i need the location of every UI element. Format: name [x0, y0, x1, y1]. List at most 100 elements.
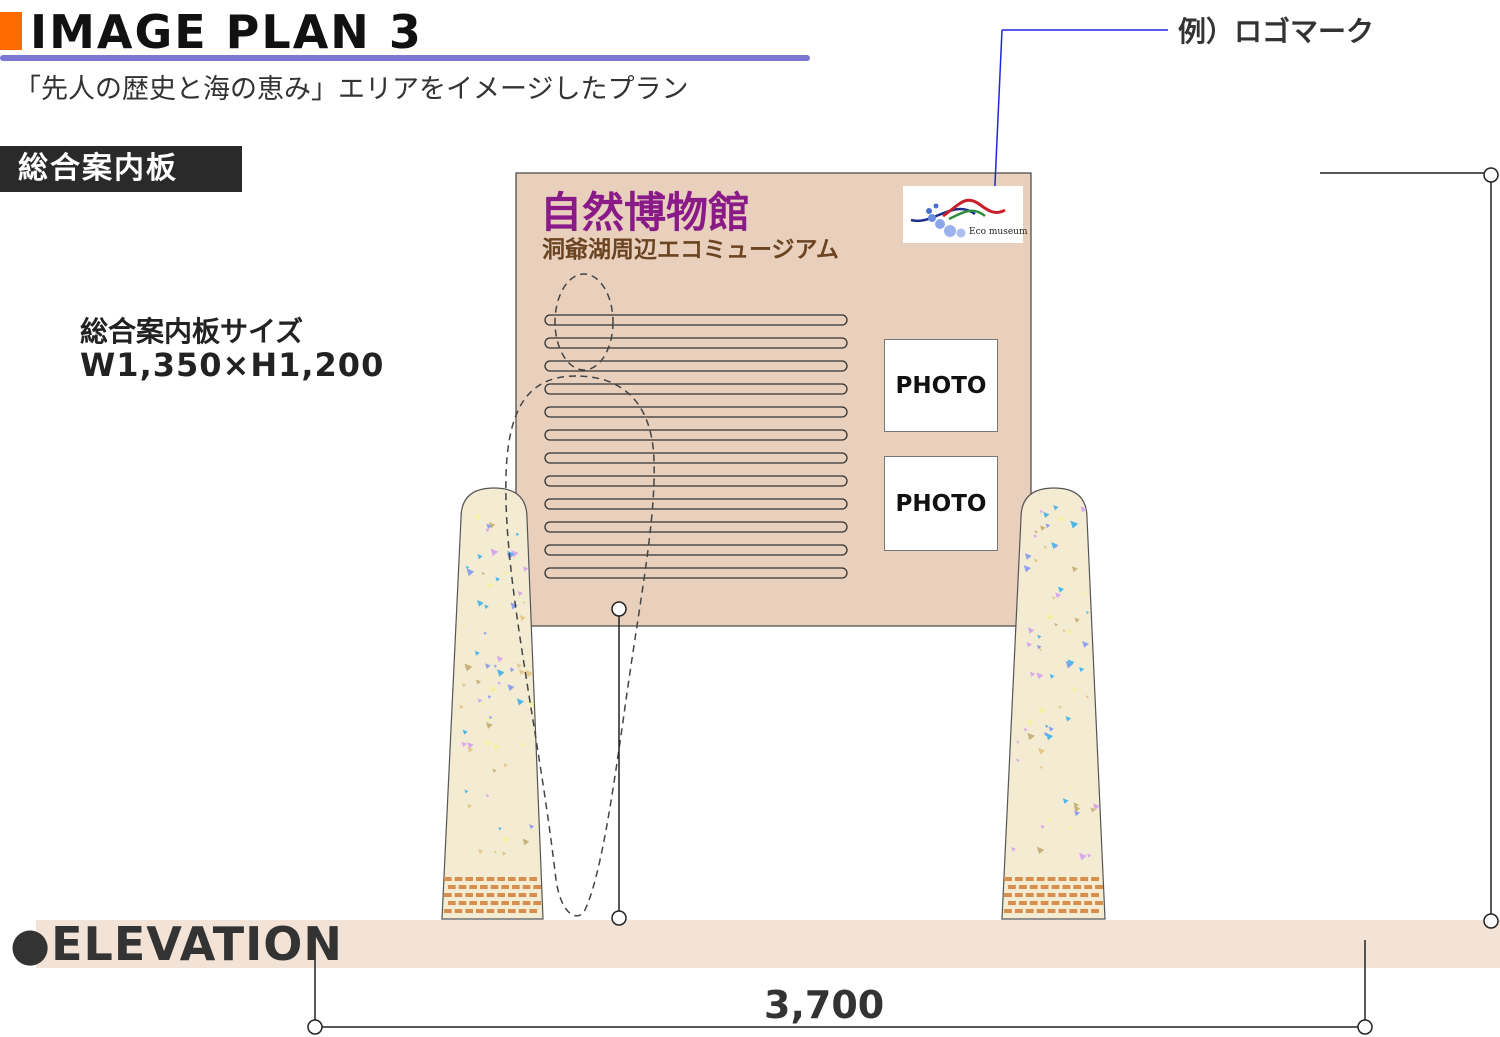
speckle	[487, 695, 492, 699]
brick	[1025, 877, 1034, 881]
speckle	[1040, 824, 1045, 830]
speckle	[481, 572, 485, 576]
speckle	[529, 824, 535, 830]
brick	[469, 901, 477, 905]
speckle	[510, 602, 518, 610]
speckle	[493, 664, 498, 668]
speckle	[1082, 591, 1087, 596]
brick	[476, 877, 484, 881]
logo-caption: Eco museum	[969, 227, 1028, 237]
board-height-dimension	[611, 601, 627, 926]
speckle	[476, 600, 484, 607]
speckle	[498, 826, 502, 831]
speckle	[1027, 627, 1035, 634]
speckle	[1086, 611, 1090, 615]
speckle	[1011, 846, 1016, 852]
size-label: 総合案内板サイズ	[80, 315, 304, 348]
speckle	[474, 513, 482, 521]
speckle	[1037, 634, 1042, 639]
brick	[1073, 885, 1082, 889]
brick	[1080, 893, 1089, 897]
board-title: 自然博物館	[540, 188, 751, 237]
speckle	[497, 669, 505, 677]
speckle	[1054, 623, 1058, 627]
speckle	[1039, 765, 1043, 770]
text-line	[544, 498, 848, 510]
speckle	[1049, 673, 1055, 679]
brick	[1062, 885, 1071, 889]
text-line	[544, 429, 848, 441]
speckle	[484, 604, 489, 610]
speckle	[464, 789, 469, 794]
brick	[1036, 893, 1045, 897]
speckle	[475, 679, 481, 685]
brick	[1040, 901, 1049, 905]
speckle	[1057, 664, 1061, 668]
brick	[512, 885, 520, 889]
brick	[1047, 909, 1056, 913]
speckle	[522, 838, 530, 846]
speckle	[492, 768, 497, 773]
speckle	[1079, 852, 1087, 861]
brick	[444, 909, 452, 913]
brick	[1058, 893, 1067, 897]
brick	[454, 893, 463, 897]
brick	[1084, 901, 1093, 905]
speckle	[1026, 641, 1032, 648]
brick	[1014, 877, 1023, 881]
speckle	[493, 850, 498, 854]
brick	[1058, 909, 1067, 913]
speckle	[477, 698, 483, 703]
brick	[486, 893, 495, 897]
logo-callout-text: 例）ロゴマーク	[1178, 15, 1375, 48]
speckle	[1070, 520, 1079, 529]
speckle	[1016, 740, 1020, 744]
brick	[465, 893, 473, 897]
speckle	[503, 763, 509, 768]
speckle	[502, 836, 510, 844]
speckle	[474, 650, 480, 656]
speckle	[489, 685, 497, 694]
speckle	[485, 739, 492, 747]
speckle	[1073, 805, 1081, 813]
speckle	[1052, 596, 1056, 600]
brick	[529, 877, 537, 881]
brick	[1047, 877, 1056, 881]
speckle	[478, 848, 484, 855]
brick	[497, 893, 505, 897]
brick	[486, 877, 495, 881]
speckle	[1058, 705, 1063, 709]
speckle	[1087, 853, 1092, 858]
page-title: IMAGE PLAN 3	[30, 5, 423, 59]
speckle	[1039, 648, 1043, 652]
speckle	[466, 568, 475, 577]
section-label: 総合案内板	[0, 146, 242, 192]
speckle	[1065, 716, 1072, 722]
speckle	[488, 715, 493, 720]
speckle	[462, 729, 468, 735]
brick	[1073, 901, 1082, 905]
brick	[1062, 901, 1071, 905]
brick	[1025, 893, 1034, 897]
brick	[508, 909, 516, 913]
board-subtitle: 洞爺湖周辺エコミュージアム	[542, 237, 839, 263]
brick	[512, 901, 520, 905]
speckle	[1036, 846, 1045, 855]
brick	[529, 893, 537, 897]
brick	[469, 885, 477, 889]
brick	[486, 909, 495, 913]
speckle	[1046, 817, 1052, 823]
brick	[1008, 901, 1016, 905]
brick	[1036, 909, 1045, 913]
brick	[508, 877, 516, 881]
speckle	[461, 741, 468, 748]
brick	[444, 877, 452, 881]
speckle	[477, 553, 483, 560]
speckle	[501, 851, 507, 856]
speckle	[519, 614, 526, 621]
brick	[1008, 885, 1016, 889]
logo-mark-icon	[910, 198, 1006, 238]
brick	[1029, 901, 1038, 905]
brick	[480, 885, 488, 889]
speckle	[497, 681, 502, 686]
